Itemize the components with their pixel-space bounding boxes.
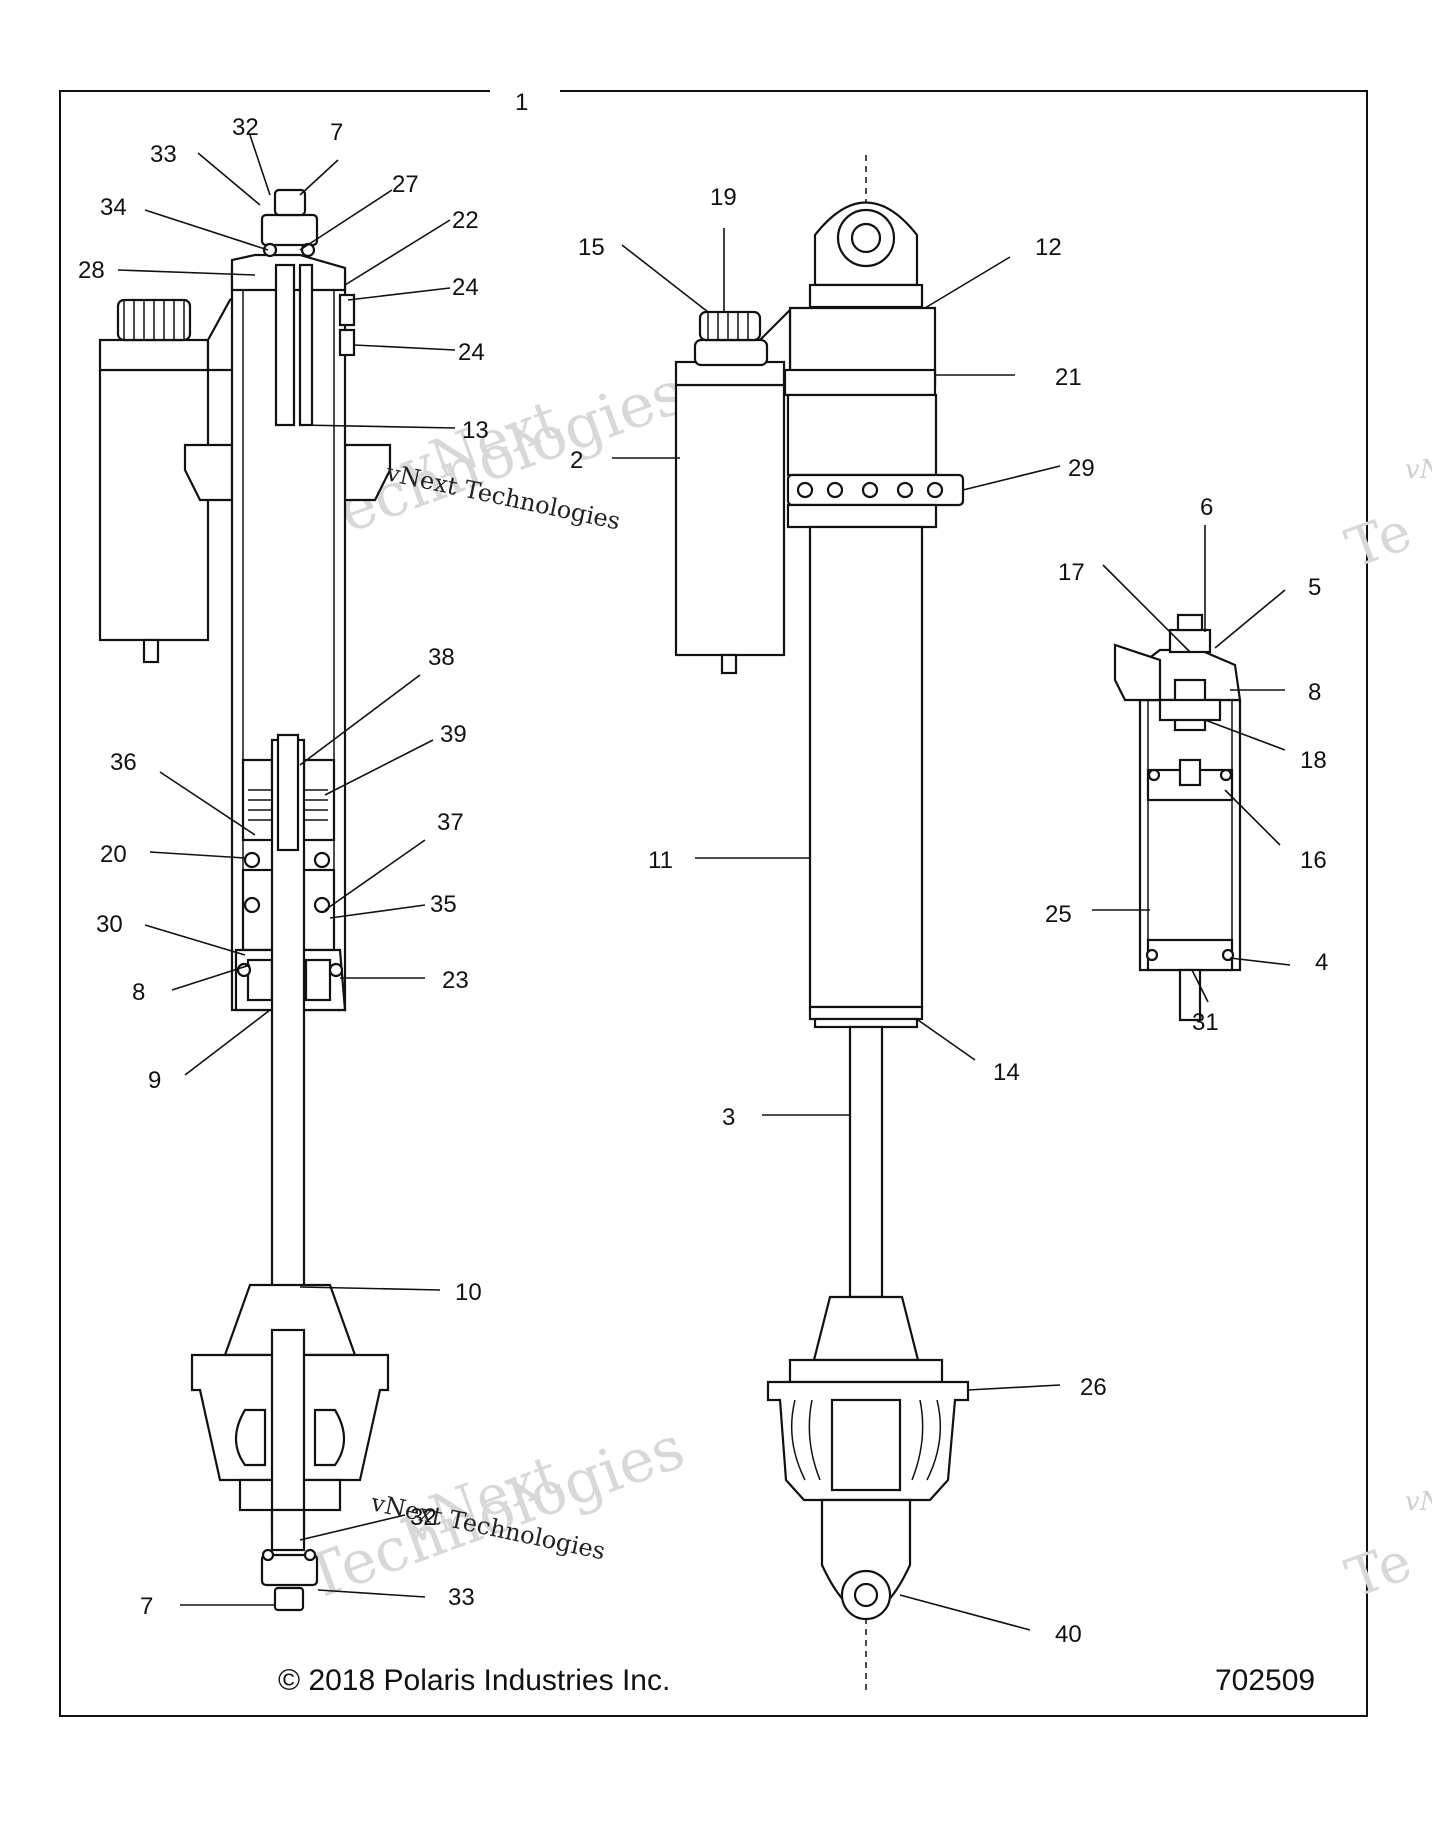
callout-8a: 8 [132,979,145,1006]
drawing-frame [59,90,1368,1717]
footer: © 2018 Polaris Industries Inc. 702509 [278,1664,1315,1697]
callout-7a: 7 [330,119,343,146]
callout-24b: 24 [458,339,485,366]
left-reservoir-body [98,368,210,642]
callout-25: 25 [1045,901,1072,928]
callout-10: 10 [455,1279,482,1306]
callout-18: 18 [1300,747,1327,774]
callout-9: 9 [148,1067,161,1094]
callout-15: 15 [578,234,605,261]
callout-2: 2 [570,447,583,474]
callout-3: 3 [722,1104,735,1131]
drawing-number: 702509 [1215,1664,1315,1697]
watermark-inline: vNext Technologies vNext Technologies [368,458,623,1565]
callout-4: 4 [1315,949,1328,976]
callout-16: 16 [1300,847,1327,874]
callout-24a: 24 [452,274,479,301]
callout-28: 28 [78,257,105,284]
watermark-edge-4: Te [1338,1529,1419,1610]
callout-29: 29 [1068,455,1095,482]
callout-35: 35 [430,891,457,918]
callout-40: 40 [1055,1621,1082,1648]
callout-23: 23 [442,967,469,994]
external-view-shock [674,155,970,1690]
callout-39: 39 [440,721,467,748]
section-view-shock [98,188,392,1612]
callout-31: 31 [1192,1009,1219,1036]
watermark-edge-2: Te [1338,499,1419,580]
left-reservoir-neck [98,338,210,372]
callout-22: 22 [452,207,479,234]
callout-12: 12 [1035,234,1062,261]
callout-36: 36 [110,749,137,776]
callout-labels: 1 2 3 4 5 6 7 7 8 8 9 10 11 12 13 14 15 … [78,89,1328,1648]
leader-lines [117,134,1291,1631]
callout-32a: 32 [232,114,259,141]
left-top-bushing [260,213,319,247]
copyright-text: © 2018 Polaris Industries Inc. [278,1664,670,1697]
callout-14: 14 [993,1059,1020,1086]
reservoir-section-view [1113,613,1242,1022]
callout-37: 37 [437,809,464,836]
callout-17: 17 [1058,559,1085,586]
watermark-edge-3: vN [1405,1487,1432,1517]
callout-32b: 32 [410,1504,437,1531]
right-reservoir-body [1138,698,1242,972]
callout-27: 27 [392,171,419,198]
callout-33a: 33 [150,141,177,168]
callout-38: 38 [428,644,455,671]
callout-7b: 7 [140,1593,153,1620]
center-shaft [848,1025,884,1299]
callout-20: 20 [100,841,127,868]
watermark-edge-1: vN [1405,455,1432,485]
left-reservoir-stem [142,638,160,664]
center-reservoir-body [674,383,786,657]
callout-6: 6 [1200,494,1213,521]
callout-1: 1 [515,89,528,116]
callout-13: 13 [462,417,489,444]
callout-34: 34 [100,194,127,221]
center-body-tube [808,525,924,1009]
callout-30: 30 [96,911,123,938]
callout-19: 19 [710,184,737,211]
callout-8b: 8 [1308,679,1321,706]
callout-21: 21 [1055,364,1082,391]
callout-33b: 33 [448,1584,475,1611]
callout-11: 11 [648,847,673,874]
callout-5: 5 [1308,574,1321,601]
callout-26: 26 [1080,1374,1107,1401]
